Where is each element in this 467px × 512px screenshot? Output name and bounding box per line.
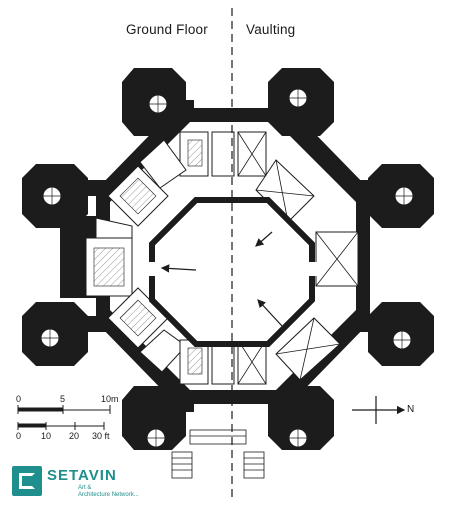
courtyard-openings bbox=[144, 262, 318, 276]
scale-metric-5: 5 bbox=[60, 394, 66, 404]
setavin-logo-mark bbox=[12, 466, 42, 496]
north-label: N bbox=[407, 404, 415, 415]
scale-imperial-0: 0 bbox=[16, 431, 22, 441]
stair-treads bbox=[41, 89, 413, 447]
scale-metric-10: 10m bbox=[101, 394, 119, 404]
direction-arrow-icon bbox=[255, 231, 273, 247]
direction-arrow-icon bbox=[257, 299, 283, 327]
scale-imperial-10: 10 bbox=[41, 431, 52, 441]
logo-name: SETAVIN bbox=[47, 467, 117, 484]
north-arrow-icon bbox=[352, 396, 406, 424]
scale-metric-0: 0 bbox=[16, 394, 22, 404]
setavin-logo: SETAVIN Art & Architecture Network... bbox=[12, 466, 139, 500]
vault-ribs bbox=[237, 131, 359, 385]
logo-subtitle-2: Architecture Network... bbox=[78, 492, 139, 498]
room-west-wedge bbox=[95, 217, 133, 239]
room-north-2 bbox=[211, 131, 235, 177]
direction-arrows bbox=[160, 231, 283, 327]
room-hatching bbox=[93, 139, 203, 375]
direction-arrow-icon bbox=[160, 264, 197, 273]
scale-bar bbox=[17, 405, 111, 430]
vaulting-label: Vaulting bbox=[246, 22, 296, 37]
logo-subtitle-1: Art & bbox=[78, 485, 92, 491]
tower-south-west bbox=[122, 386, 186, 450]
scale-imperial-30: 30 ft bbox=[92, 431, 110, 441]
ground-floor-label: Ground Floor bbox=[126, 22, 208, 37]
room-nw-2 bbox=[139, 139, 187, 189]
entrance-steps bbox=[171, 429, 265, 479]
scale-imperial-20: 20 bbox=[69, 431, 80, 441]
